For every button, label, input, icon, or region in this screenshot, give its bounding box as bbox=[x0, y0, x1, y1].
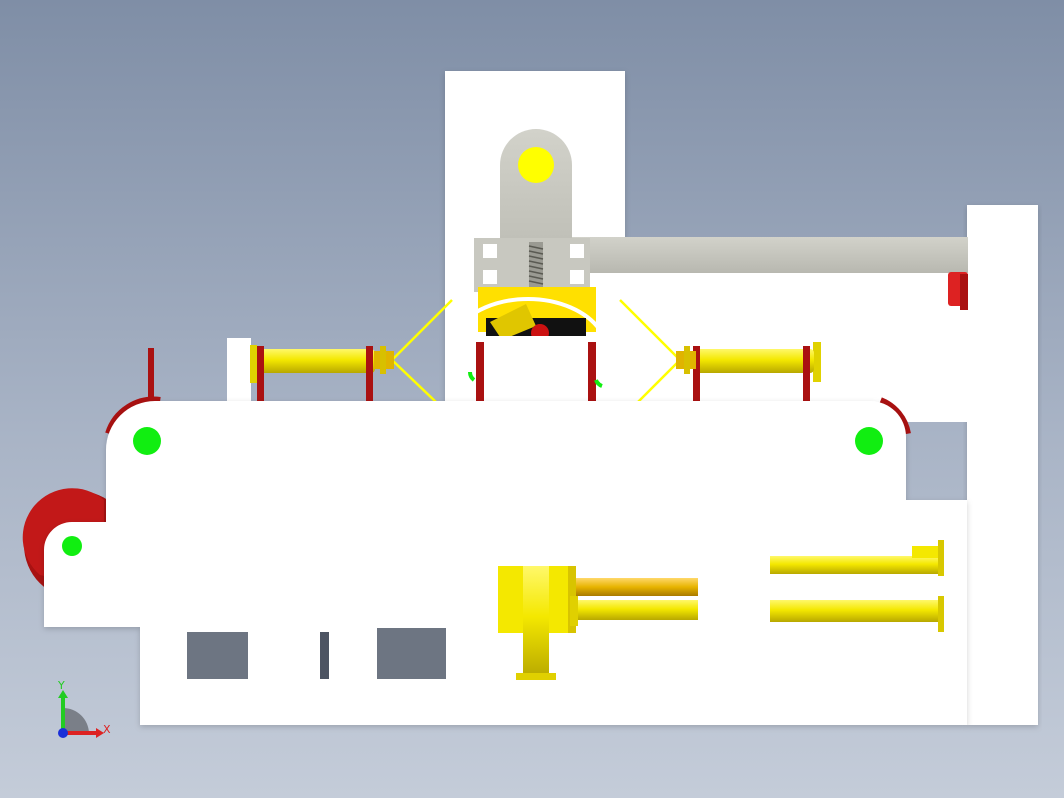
left-cylinder-mount[interactable] bbox=[227, 338, 251, 404]
cam-lobe[interactable] bbox=[490, 304, 536, 340]
triad-x-arrow bbox=[96, 728, 104, 738]
top-pivot-pin[interactable] bbox=[518, 147, 554, 183]
right-cylinder-red-clamp bbox=[803, 346, 810, 402]
right-cylinder-body[interactable] bbox=[696, 349, 814, 373]
locator-pin-left[interactable] bbox=[133, 427, 161, 455]
locator-pin-right[interactable] bbox=[855, 427, 883, 455]
lower-vertical-rod[interactable] bbox=[523, 566, 549, 678]
left-red-bracket bbox=[148, 348, 154, 404]
left-cylinder-body[interactable] bbox=[257, 349, 375, 373]
green-arc-marker bbox=[594, 379, 603, 388]
coordinate-triad: X Y bbox=[57, 679, 111, 738]
main-base-plate[interactable] bbox=[44, 401, 967, 725]
green-arc-marker bbox=[468, 371, 476, 382]
left-cylinder-red-clamp bbox=[366, 346, 373, 402]
left-toggle-link[interactable] bbox=[391, 299, 453, 361]
lower-yellow-rod-cap bbox=[570, 596, 578, 626]
center-ram-block[interactable] bbox=[486, 336, 588, 406]
lower-rod-foot bbox=[516, 673, 556, 680]
base-window-left bbox=[187, 632, 248, 679]
compression-spring[interactable] bbox=[528, 242, 544, 290]
horizontal-link-arm[interactable] bbox=[570, 237, 968, 273]
cam-ring bbox=[454, 297, 602, 332]
red-guide-rail bbox=[476, 342, 484, 404]
triad-z-origin bbox=[58, 728, 68, 738]
base-window-center bbox=[377, 628, 446, 679]
right-cylinder-rod-cap bbox=[684, 346, 690, 374]
right-cylinder-mount[interactable] bbox=[820, 338, 844, 402]
left-cylinder-red-clamp bbox=[257, 346, 264, 402]
red-stop-block-shade bbox=[960, 274, 968, 310]
triad-gray-wedge bbox=[63, 707, 89, 733]
left-cylinder-flange bbox=[250, 345, 257, 383]
bracket-window bbox=[483, 270, 497, 284]
right-end-plate[interactable] bbox=[967, 205, 1038, 725]
right-lower-rod-step bbox=[912, 546, 942, 558]
triad-x-label: X bbox=[103, 723, 111, 736]
right-cylinder-red-clamp bbox=[693, 346, 700, 402]
triad-y-arrow bbox=[58, 690, 68, 698]
right-lower-rod-upper[interactable] bbox=[770, 556, 942, 574]
right-lower-rod-lower[interactable] bbox=[770, 600, 942, 622]
base-slot bbox=[320, 632, 329, 679]
triad-y-label: Y bbox=[57, 679, 65, 692]
lower-orange-rod[interactable] bbox=[576, 578, 698, 596]
right-toggle-link[interactable] bbox=[619, 299, 681, 361]
right-lower-rod-cap bbox=[938, 596, 944, 632]
red-guide-rail bbox=[588, 342, 596, 404]
locator-pin-wheel[interactable] bbox=[62, 536, 82, 556]
right-cylinder-flange bbox=[813, 342, 821, 382]
left-toggle-link[interactable] bbox=[391, 359, 437, 403]
left-cylinder-rod-cap bbox=[380, 346, 386, 374]
right-upper-block[interactable] bbox=[595, 272, 970, 422]
bracket-window bbox=[483, 244, 497, 258]
lower-yellow-rod[interactable] bbox=[576, 600, 698, 620]
right-lower-rod-cap bbox=[938, 540, 944, 576]
right-toggle-link[interactable] bbox=[637, 359, 681, 403]
bracket-window bbox=[570, 244, 584, 258]
bracket-window bbox=[570, 270, 584, 284]
